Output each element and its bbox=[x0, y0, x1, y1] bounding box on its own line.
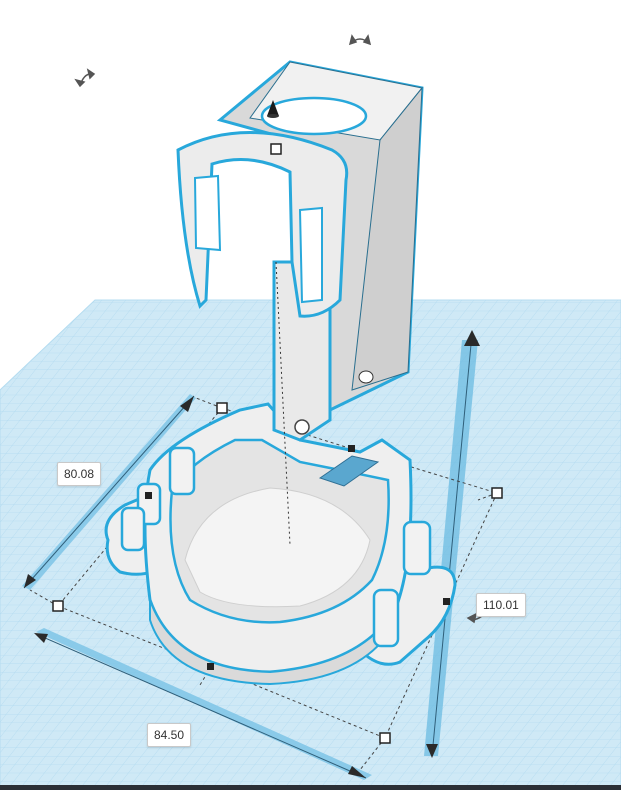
selection-handles[interactable] bbox=[52, 143, 503, 744]
tower-model[interactable] bbox=[176, 60, 424, 546]
bottom-bar bbox=[0, 785, 621, 790]
handle-mid-back bbox=[348, 445, 355, 452]
height-dimension-label[interactable]: 110.01 bbox=[476, 593, 526, 617]
handle-front-right bbox=[379, 732, 391, 744]
length-dimension-bar bbox=[34, 628, 372, 780]
height-dimension-bar bbox=[424, 330, 480, 758]
width-dimension-label[interactable]: 80.08 bbox=[57, 462, 102, 486]
rotate-arrow-icon-left[interactable] bbox=[74, 68, 96, 88]
lift-cone-icon[interactable] bbox=[267, 100, 279, 118]
handle-back-right bbox=[491, 487, 503, 499]
handle-mid-left bbox=[145, 492, 152, 499]
width-dimension-bar bbox=[22, 394, 196, 590]
length-dimension-label[interactable]: 84.50 bbox=[147, 723, 192, 747]
base-tray-model[interactable] bbox=[104, 402, 457, 686]
handle-mid-right bbox=[443, 598, 450, 605]
handle-top bbox=[270, 143, 282, 155]
handle-front-left bbox=[52, 600, 64, 612]
handle-mid-front bbox=[207, 663, 214, 670]
handle-back-left bbox=[216, 402, 228, 414]
rotate-arrow-icon-top[interactable] bbox=[348, 34, 372, 46]
